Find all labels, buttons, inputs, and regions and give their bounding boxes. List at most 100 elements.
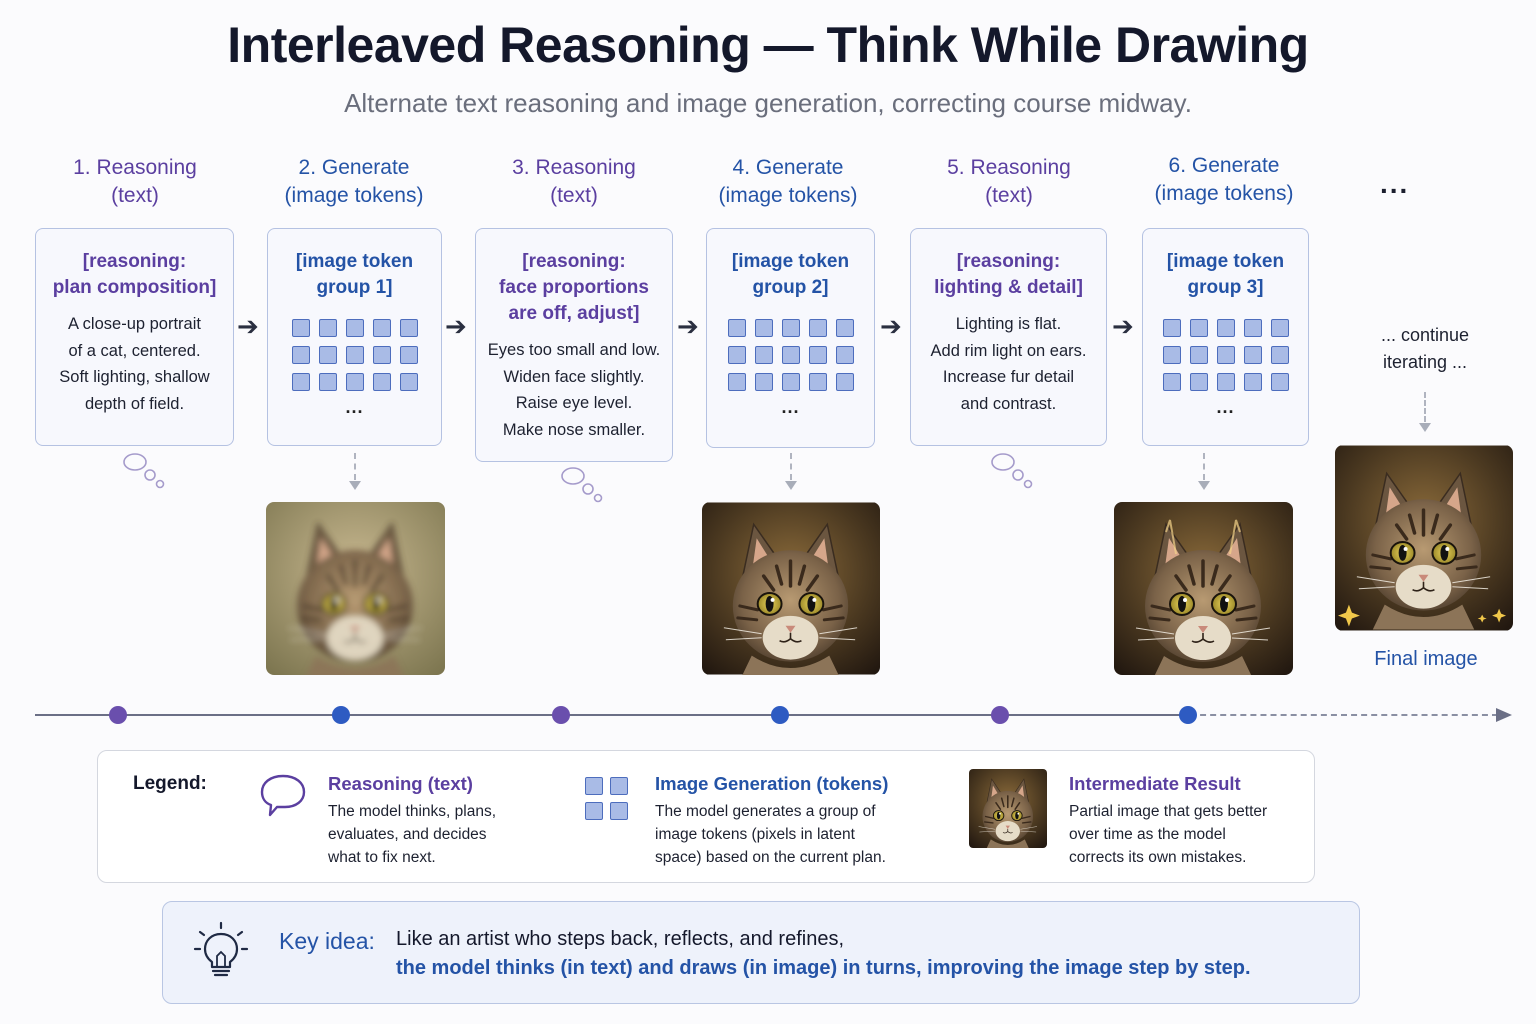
card-6-title-line2: group 3]: [1187, 277, 1264, 298]
arrow-right-icon: ➔: [237, 311, 259, 341]
continue-line-2: iterating ...: [1382, 352, 1468, 372]
generate-card-3: [image token group 3] ...: [1142, 228, 1309, 446]
token-grid-icon: [585, 777, 628, 820]
card-4-title-line2: group 2]: [752, 277, 829, 298]
generate-card-2: [image token group 2] ...: [706, 228, 875, 448]
speech-bubble-icon: [260, 774, 306, 817]
token-grid-1: [268, 319, 441, 391]
timeline-node-reasoning: [991, 706, 1009, 724]
step-4-heading-line2: (image tokens): [718, 184, 858, 207]
card-2-title: [image token group 1]: [268, 249, 441, 301]
card-6-ellipsis: ...: [1216, 397, 1235, 417]
step-1-heading-line1: 1. Reasoning: [73, 156, 197, 179]
card-3-title-line2: face proportions: [499, 277, 649, 298]
step-3-heading-line1: 3. Reasoning: [512, 156, 636, 179]
legend-generation-title: Image Generation (tokens): [655, 773, 889, 794]
key-idea-line-2: the model thinks (in text) and draws (in…: [396, 957, 1251, 979]
final-image: [1335, 445, 1513, 631]
step-1-heading-line2: (text): [111, 184, 159, 207]
card-1-title-line2: plan composition]: [52, 277, 217, 298]
legend-reasoning-desc: The model thinks, plans, evaluates, and …: [328, 800, 558, 869]
dashed-connector: [1424, 392, 1426, 422]
card-3-line-2: Widen face slightly.: [503, 367, 645, 386]
legend-reasoning-line-3: what to fix next.: [328, 849, 436, 866]
dashed-connector: [790, 453, 792, 480]
legend-reasoning-line-1: The model thinks, plans,: [328, 803, 497, 820]
card-5-line-3: Increase fur detail: [942, 368, 1075, 386]
page-title: Interleaved Reasoning — Think While Draw…: [227, 17, 1309, 73]
legend-intermediate-line-2: over time as the model: [1069, 826, 1226, 843]
thought-bubble-icon: [991, 453, 1033, 489]
card-2-title-line1: [image token: [295, 251, 414, 272]
token-grid-3: [1143, 319, 1308, 391]
thought-bubble-icon: [561, 467, 603, 503]
timeline-node-generate: [332, 706, 350, 724]
card-2-title-line2: group 1]: [316, 277, 393, 298]
step-2-heading: 2. Generate (image tokens): [265, 154, 443, 210]
card-1-body: A close-up portrait of a cat, centered. …: [36, 311, 233, 417]
legend-reasoning-line-2: evaluates, and decides: [328, 826, 487, 843]
page-subtitle: Alternate text reasoning and image gener…: [344, 88, 1192, 118]
step-4-heading-line1: 4. Generate: [732, 156, 844, 179]
legend-intermediate-line-1: Partial image that gets better: [1069, 803, 1268, 820]
step-3-heading: 3. Reasoning (text): [475, 154, 673, 210]
card-5-line-4: and contrast.: [960, 394, 1057, 413]
card-3-body: Eyes too small and low. Widen face sligh…: [476, 337, 672, 443]
step-5-heading-line1: 5. Reasoning: [947, 156, 1071, 179]
card-3-line-3: Raise eye level.: [515, 394, 633, 412]
legend-label: Legend:: [133, 773, 207, 794]
card-1-line-1: A close-up portrait: [68, 315, 201, 333]
legend-generation-line-1: The model generates a group of: [655, 803, 876, 820]
card-5-title: [reasoning: lighting & detail]: [911, 249, 1106, 301]
step-4-heading: 4. Generate (image tokens): [702, 154, 874, 210]
card-1-line-2: of a cat, centered.: [68, 341, 201, 360]
step-1-heading: 1. Reasoning (text): [35, 154, 235, 210]
card-3-line-4: Make nose smaller.: [502, 420, 646, 439]
intermediate-image-2: [702, 502, 880, 675]
thought-bubble-icon: [123, 453, 165, 489]
timeline-node-reasoning: [109, 706, 127, 724]
step-2-heading-line2: (image tokens): [284, 184, 424, 207]
card-5-body: Lighting is flat. Add rim light on ears.…: [911, 311, 1106, 417]
card-6-title-line1: [image token: [1166, 251, 1285, 272]
card-1-line-4: depth of field.: [84, 394, 185, 413]
final-image-label: Final image: [1374, 648, 1478, 670]
step-6-heading-line1: 6. Generate: [1168, 154, 1280, 177]
step-5-heading: 5. Reasoning (text): [910, 154, 1108, 210]
card-3-title: [reasoning: face proportions are off, ad…: [476, 249, 672, 327]
card-3-title-line3: are off, adjust]: [508, 303, 640, 324]
timeline-node-generate: [1179, 706, 1197, 724]
card-5-title-line2: lighting & detail]: [934, 277, 1083, 298]
cat-thumbnail: [969, 769, 1047, 848]
step-6-heading-line2: (image tokens): [1154, 182, 1294, 205]
card-4-title-line1: [image token: [731, 251, 850, 272]
arrow-right-icon: ➔: [677, 311, 699, 341]
arrow-right-icon: ➔: [445, 311, 467, 341]
step-6-heading: 6. Generate (image tokens): [1140, 152, 1308, 208]
card-5-line-2: Add rim light on ears.: [930, 341, 1087, 360]
more-steps-ellipsis: ...: [1380, 168, 1410, 199]
card-1-line-3: Soft lighting, shallow: [59, 368, 210, 386]
legend-intermediate-desc: Partial image that gets better over time…: [1069, 800, 1299, 869]
step-2-heading-line1: 2. Generate: [298, 156, 410, 179]
card-1-title: [reasoning: plan composition]: [36, 249, 233, 301]
down-arrow-icon: [785, 481, 797, 490]
card-5-line-1: Lighting is flat.: [955, 315, 1062, 333]
key-idea-label: Key idea:: [279, 928, 375, 954]
generate-card-1: [image token group 1] ...: [267, 228, 442, 446]
dashed-connector: [354, 453, 356, 480]
dashed-connector: [1203, 453, 1205, 480]
legend-intermediate-title: Intermediate Result: [1069, 773, 1241, 794]
down-arrow-icon: [349, 481, 361, 490]
timeline-arrow-icon: [1496, 708, 1512, 722]
card-2-ellipsis: ...: [345, 397, 364, 417]
card-5-title-line1: [reasoning:: [956, 251, 1061, 272]
card-3-title-line1: [reasoning:: [522, 251, 626, 272]
reasoning-card-2: [reasoning: face proportions are off, ad…: [475, 228, 673, 462]
timeline-line: [35, 714, 1188, 716]
step-5-heading-line2: (text): [985, 184, 1033, 207]
key-idea-panel: [162, 901, 1360, 1004]
legend-generation-desc: The model generates a group of image tok…: [655, 800, 925, 869]
legend-generation-line-2: image tokens (pixels in latent: [655, 826, 855, 843]
timeline-node-generate: [771, 706, 789, 724]
